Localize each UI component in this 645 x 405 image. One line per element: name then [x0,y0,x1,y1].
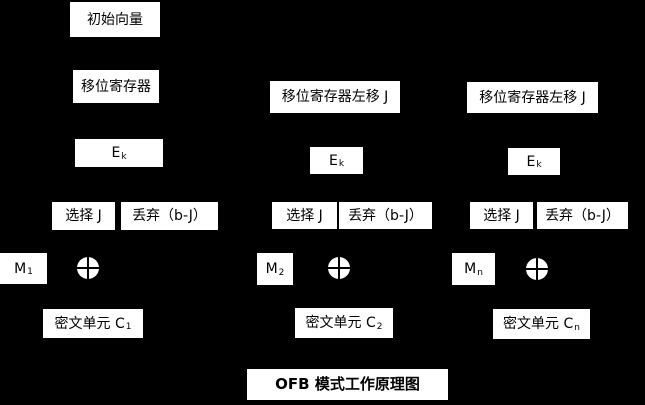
xor-icon-2 [328,257,350,279]
encrypt-label-2: E [328,152,338,169]
ciphertext-subscript-2: 2 [376,321,383,332]
discard-box-3: 丢弃（b-J） [537,202,628,229]
ciphertext-subscript-3: n [574,322,580,333]
select-box-1: 选择 J [52,202,115,230]
encrypt-subscript-3: k [536,160,542,170]
shift-register-box-3: 移位寄存器左移 J [467,82,598,113]
select-box-2: 选择 J [272,202,337,229]
diagram-title: OFB 模式工作原理图 [247,369,448,400]
message-label-1: M [14,260,27,277]
select-box-3: 选择 J [470,202,533,229]
xor-icon-1 [77,257,99,279]
message-subscript-3: n [477,267,483,278]
shift-register-box-1: 移位寄存器 [73,70,159,103]
message-label-3: M [464,261,477,277]
encrypt-subscript-1: k [121,151,127,162]
ciphertext-label-3: 密文单元 C [503,316,574,332]
message-subscript-2: 2 [278,267,285,278]
message-subscript-1: 1 [27,267,33,277]
ciphertext-subscript-1: 1 [125,322,132,332]
shift-register-box-2: 移位寄存器左移 J [270,81,400,113]
encrypt-label-3: E [526,153,536,170]
xor-icon-3 [526,258,548,280]
ciphertext-label-1: 密文单元 C [54,315,125,332]
discard-box-2: 丢弃（b-J） [339,202,432,229]
encrypt-subscript-2: k [338,159,345,169]
message-label-2: M [265,261,278,277]
ciphertext-label-2: 密文单元 C [305,315,376,331]
initial-vector-box: 初始向量 [70,2,160,37]
discard-box-1: 丢弃（b-J） [121,202,218,230]
encrypt-label-1: E [111,145,121,161]
